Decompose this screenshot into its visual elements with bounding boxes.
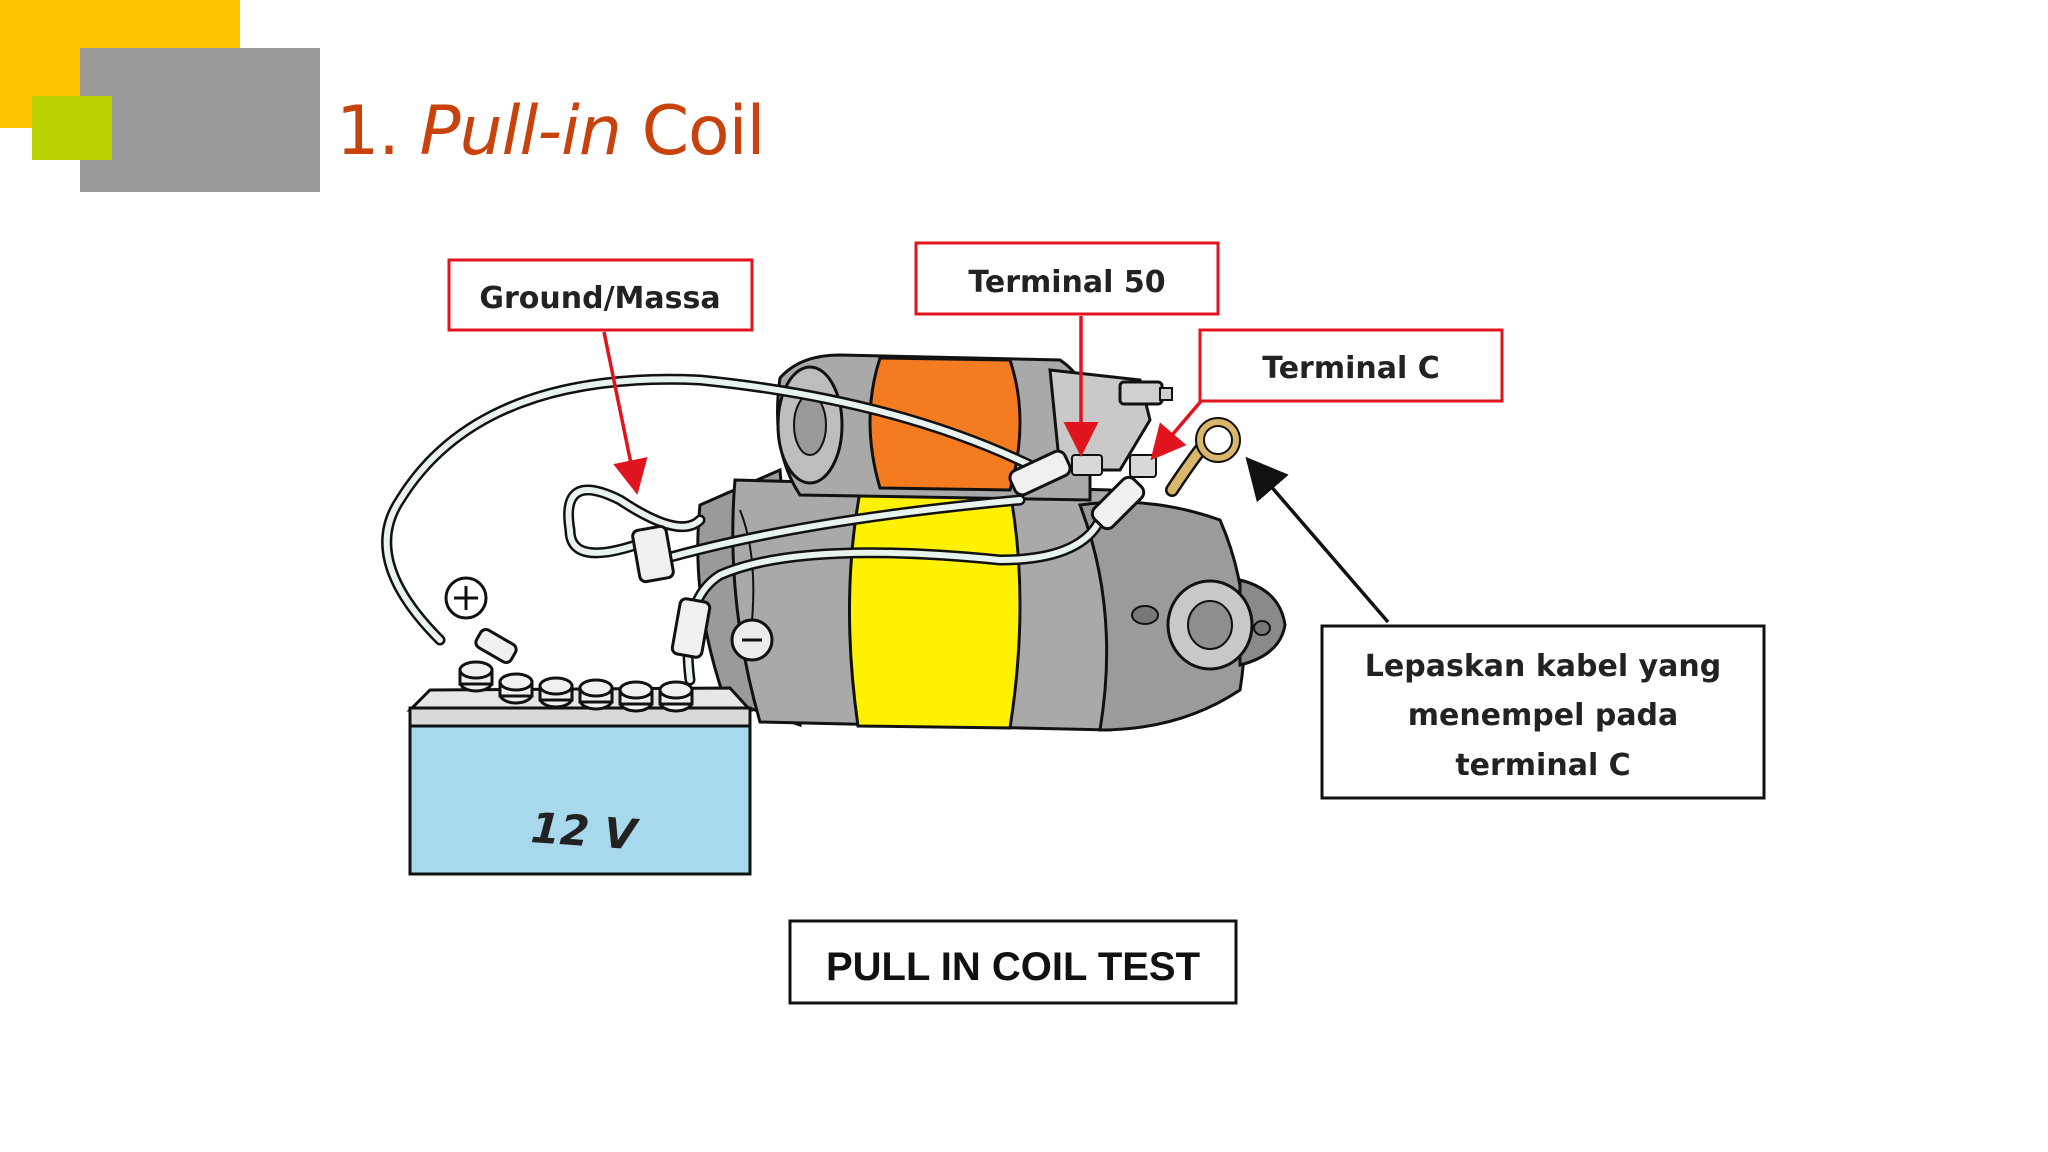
battery-voltage: 12 V <box>529 803 641 859</box>
label-terminal-c: Terminal C <box>1150 328 1504 461</box>
solenoid-coil <box>868 356 1022 492</box>
battery: 12 V <box>406 576 754 876</box>
svg-text:menempel pada: menempel pada <box>1408 698 1679 733</box>
svg-text:PULL IN COIL TEST: PULL IN COIL TEST <box>826 945 1200 989</box>
solenoid <box>776 353 1173 502</box>
svg-text:Ground/Massa: Ground/Massa <box>479 281 720 316</box>
svg-text:terminal C: terminal C <box>1455 748 1630 783</box>
decor-green-block <box>32 96 112 160</box>
terminal-c-cable <box>1165 417 1241 497</box>
label-terminal-50: Terminal 50 <box>914 241 1220 457</box>
svg-text:Terminal C: Terminal C <box>1262 351 1440 386</box>
decor-gray-block <box>80 48 320 192</box>
motor-yoke-band <box>848 490 1022 730</box>
test-cables <box>381 373 1146 686</box>
slide-title: 1. Pull-in Coil <box>336 92 766 171</box>
note-box: Lepaskan kabel yang menempel pada termin… <box>1245 456 1766 800</box>
title-number: 1. <box>336 92 400 171</box>
starter-motor <box>696 467 1287 732</box>
svg-text:Terminal 50: Terminal 50 <box>968 265 1165 300</box>
title-rest: Coil <box>641 92 766 171</box>
svg-text:Lepaskan kabel yang: Lepaskan kabel yang <box>1365 649 1721 684</box>
caption-box: PULL IN COIL TEST <box>788 919 1238 1005</box>
title-italic: Pull-in <box>419 92 622 171</box>
label-ground: Ground/Massa <box>447 258 754 495</box>
